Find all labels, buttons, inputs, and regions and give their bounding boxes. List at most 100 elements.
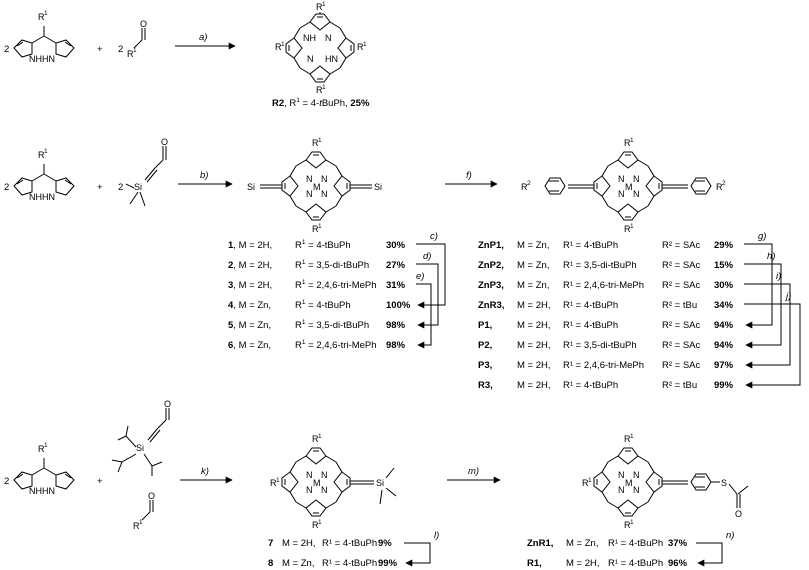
- svg-text:R² = SAc: R² = SAc: [662, 320, 701, 331]
- svg-text:R: R: [582, 478, 589, 488]
- svg-text:1: 1: [139, 519, 143, 526]
- svg-text:M = 2H,: M = 2H,: [517, 380, 551, 391]
- svg-text:R: R: [624, 224, 631, 234]
- svg-text:R² = SAc: R² = SAc: [662, 240, 701, 251]
- svg-text:96%: 96%: [668, 558, 688, 569]
- svg-text:2: 2: [722, 180, 726, 187]
- svg-text:M = 2H,: M = 2H,: [517, 340, 551, 351]
- svg-text:R² = tBu: R² = tBu: [662, 380, 697, 391]
- svg-text:4, M = Zn,: 4, M = Zn,: [228, 300, 271, 311]
- svg-text:7: 7: [268, 538, 273, 549]
- svg-text:N: N: [633, 470, 640, 480]
- svg-text:ZnR1,: ZnR1,: [527, 538, 553, 549]
- svg-text:3, M = 2H,: 3, M = 2H,: [228, 280, 272, 291]
- svg-text:97%: 97%: [714, 360, 734, 371]
- svg-text:R² = SAc: R² = SAc: [662, 360, 701, 371]
- arrow-e: [416, 283, 432, 349]
- svg-text:94%: 94%: [714, 340, 734, 351]
- svg-text:1: 1: [44, 148, 48, 155]
- svg-text:N: N: [306, 485, 313, 495]
- svg-text:j): j): [784, 291, 791, 302]
- svg-text:99%: 99%: [714, 380, 734, 391]
- svg-text:R: R: [133, 521, 140, 531]
- svg-text:n): n): [726, 530, 734, 541]
- svg-text:R: R: [316, 2, 323, 12]
- svg-text:N: N: [618, 189, 625, 199]
- row3-reaction: 2 NHHN R 1 + O Si O R 1 k) N N: [4, 399, 749, 569]
- svg-text:M = 2H,: M = 2H,: [517, 300, 551, 311]
- svg-text:1: 1: [44, 442, 48, 449]
- svg-text:ZnR3,: ZnR3,: [478, 300, 504, 311]
- svg-text:6, M = Zn,: 6, M = Zn,: [228, 340, 271, 351]
- svg-text:R¹ = 4-tBuPh: R¹ = 4-tBuPh: [563, 300, 618, 311]
- svg-text:30%: 30%: [714, 280, 734, 291]
- svg-text:1: 1: [318, 519, 322, 526]
- svg-text:N: N: [307, 54, 314, 64]
- svg-text:b): b): [200, 170, 208, 181]
- svg-text:1: 1: [630, 223, 634, 230]
- svg-text:1, M = 2H,: 1, M = 2H,: [228, 240, 272, 251]
- svg-text:1: 1: [281, 41, 285, 48]
- svg-text:Si: Si: [247, 182, 255, 192]
- svg-text:5, M = Zn,: 5, M = Zn,: [228, 320, 271, 331]
- svg-text:R1 = 4-tBuPh: R1 = 4-tBuPh: [295, 239, 351, 251]
- svg-text:R1 = 3,5-di-tBuPh: R1 = 3,5-di-tBuPh: [295, 259, 369, 271]
- svg-text:R¹ = 2,4,6-tri-MePh: R¹ = 2,4,6-tri-MePh: [563, 360, 644, 371]
- svg-text:R¹ = 4-tBuPh: R¹ = 4-tBuPh: [322, 538, 377, 549]
- svg-text:R¹ = 3,5-di-tBuPh: R¹ = 3,5-di-tBuPh: [563, 260, 637, 271]
- svg-text:R² = SAc: R² = SAc: [662, 280, 701, 291]
- svg-text:1: 1: [318, 223, 322, 230]
- svg-text:ZnP1,: ZnP1,: [478, 240, 504, 251]
- svg-text:M = 2H,: M = 2H,: [282, 538, 316, 549]
- compound-1: 1, M = 2H, R1 = 4-tBuPh 30%: [228, 239, 406, 251]
- row1-plus: +: [97, 44, 103, 55]
- svg-text:M: M: [625, 182, 633, 192]
- svg-text:R: R: [270, 478, 277, 488]
- compound-2: 2, M = 2H, R1 = 3,5-di-tBuPh 27%: [228, 259, 406, 271]
- svg-text:M = 2H,: M = 2H,: [517, 360, 551, 371]
- svg-text:N: N: [321, 189, 328, 199]
- svg-text:a): a): [199, 32, 207, 43]
- row1-reaction: 2 NHHN R 1 + 2 O R 1 a) NH N N HN R 1 R …: [4, 1, 370, 109]
- svg-text:1: 1: [318, 137, 322, 144]
- svg-text:P3,: P3,: [478, 360, 492, 371]
- svg-text:R: R: [521, 182, 528, 192]
- arrow-d: [416, 263, 439, 329]
- svg-text:h): h): [767, 251, 775, 262]
- svg-text:R: R: [357, 42, 364, 52]
- svg-text:98%: 98%: [386, 340, 406, 351]
- svg-text:M = 2H,: M = 2H,: [566, 558, 600, 569]
- svg-text:N: N: [618, 470, 625, 480]
- svg-text:1: 1: [133, 47, 137, 54]
- compound-p3: P3, M = 2H, R¹ = 2,4,6-tri-MePh R² = SAc 97%: [478, 360, 734, 371]
- svg-text:N: N: [306, 470, 313, 480]
- svg-text:O: O: [140, 19, 147, 29]
- svg-text:94%: 94%: [714, 320, 734, 331]
- svg-text:+: +: [97, 182, 103, 193]
- svg-text:2: 2: [527, 180, 531, 187]
- svg-text:R: R: [316, 85, 323, 95]
- svg-text:N: N: [321, 485, 328, 495]
- svg-text:M: M: [313, 478, 321, 488]
- svg-text:N: N: [306, 174, 313, 184]
- svg-text:O: O: [148, 491, 155, 501]
- svg-text:R1 = 2,4,6-tri-MePh: R1 = 2,4,6-tri-MePh: [295, 339, 377, 351]
- svg-text:R² = tBu: R² = tBu: [662, 300, 697, 311]
- svg-text:8: 8: [268, 558, 273, 569]
- svg-text:Si: Si: [134, 182, 142, 192]
- svg-text:R: R: [624, 520, 631, 530]
- svg-text:e): e): [416, 271, 424, 282]
- svg-text:Si: Si: [374, 182, 382, 192]
- arrow-j: [744, 303, 801, 389]
- svg-text:1: 1: [322, 1, 326, 8]
- svg-text:15%: 15%: [714, 260, 734, 271]
- svg-text:2: 2: [118, 182, 123, 193]
- svg-text:M = Zn,: M = Zn,: [566, 538, 598, 549]
- row2-reaction: 2 NHHN R 1 + 2 O Si b) N N N N M R 1 R 1…: [4, 137, 801, 391]
- svg-text:S: S: [721, 478, 727, 488]
